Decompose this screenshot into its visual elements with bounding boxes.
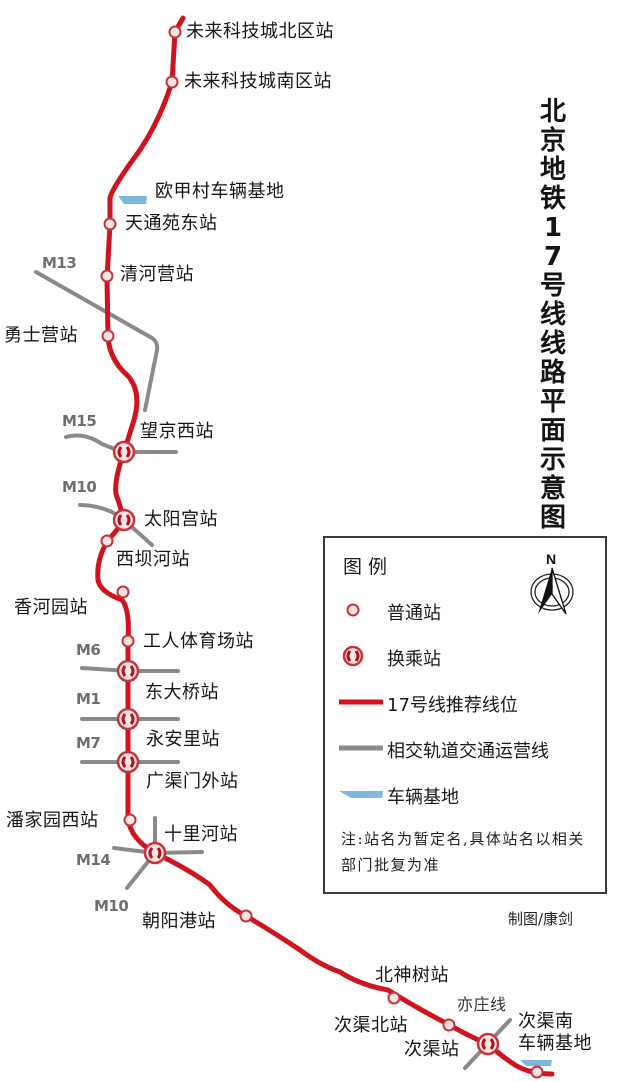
interchange-marker-guangqumenwai (116, 750, 140, 774)
ojiacun-depot-icon (118, 196, 147, 204)
station-marker-yongshiying (101, 329, 115, 343)
m13-line (34, 270, 160, 412)
line-code-m7: M7 (76, 734, 101, 752)
interchange-marker-wangjing-west (112, 440, 136, 464)
interchange-marker-ciqu (476, 1032, 500, 1056)
svg-text:N: N (546, 551, 556, 567)
line-code-m6: M6 (76, 641, 101, 659)
line-code-m13: M13 (42, 254, 77, 272)
normal-stations (100, 25, 544, 1079)
normal-station-icon (346, 603, 360, 617)
station-label: 望京西站 (140, 421, 214, 442)
station-label: 次渠站 (404, 1039, 460, 1060)
depot-label: 欧甲村车辆基地 (155, 181, 285, 202)
station-label: 天通苑东站 (125, 213, 218, 234)
station-marker-weilai-south (165, 75, 179, 89)
station-marker-xibahe (100, 534, 114, 548)
legend-note: 注:站名为暂定名,具体站名以相关部门批复为准 (341, 830, 585, 874)
gray-line-icon (339, 745, 383, 751)
line-code-m14: M14 (76, 851, 111, 869)
line-code-m1: M1 (76, 690, 101, 708)
station-marker-chaoyanggang (239, 909, 253, 923)
map-credit: 制图/康剑 (508, 910, 574, 928)
station-marker-terminal (530, 1065, 544, 1079)
station-label: 勇士营站 (4, 325, 78, 346)
interchange-station-icon (342, 645, 364, 667)
station-label: 次渠北站 (334, 1015, 408, 1036)
interchange-marker-dongdaqiao (116, 659, 140, 683)
station-marker-ciqu-north (442, 1018, 456, 1032)
station-label: 未来科技城南区站 (184, 71, 332, 92)
station-marker-qingheying (100, 269, 114, 283)
station-label: 朝阳港站 (142, 911, 216, 932)
interchange-marker-taiyanggong (112, 508, 136, 532)
station-label: 潘家园西站 (6, 810, 99, 831)
station-label: 北神树站 (375, 965, 449, 986)
station-label: 工人体育场站 (143, 631, 254, 652)
m10-line-a (78, 503, 154, 547)
map-title: 北京地铁17号线线路平面示意图 (539, 97, 566, 533)
m15-line (64, 433, 178, 454)
station-label: 太阳宫站 (144, 509, 218, 530)
legend-item-depot: 车辆基地 (325, 782, 605, 808)
legend-item-intersecting-line: 相交轨道交通运营线 (325, 736, 605, 762)
station-marker-gongtizhongxin (121, 634, 135, 648)
line-code-m10: M10 (62, 478, 97, 496)
depot-label-line1: 次渠南 (518, 1011, 574, 1032)
station-label: 西坝河站 (116, 549, 190, 570)
line-code-yizhuang: 亦庄线 (457, 995, 507, 1014)
depot-label-line2: 车辆基地 (518, 1033, 592, 1054)
station-label: 十里河站 (164, 824, 238, 845)
station-marker-weilai-north (168, 25, 182, 39)
station-marker-panjiayuan-west (123, 813, 137, 827)
station-marker-tiantongyuan-east (103, 217, 117, 231)
station-label: 香河园站 (14, 597, 88, 618)
interchange-stations (112, 440, 500, 1056)
legend-item-normal-station: 普通站 (325, 598, 605, 624)
north-compass: N (522, 550, 582, 616)
ciqunan-depot-icon (520, 1060, 552, 1066)
station-label: 东大桥站 (145, 682, 219, 703)
line-code-m10: M10 (94, 897, 129, 915)
legend-title: 图例 (343, 556, 394, 578)
station-label: 永安里站 (146, 729, 220, 750)
depot-icon (339, 791, 383, 798)
station-label: 未来科技城北区站 (186, 21, 334, 42)
station-marker-beishenshu (387, 991, 401, 1005)
red-line-icon (339, 699, 383, 705)
interchange-marker-yonganli (116, 707, 140, 731)
station-marker-xiangheyuan (116, 585, 130, 599)
station-label: 清河营站 (120, 264, 194, 285)
interchange-marker-shilihe (143, 841, 167, 865)
compass-icon: N (530, 551, 574, 615)
station-label: 广渠门外站 (146, 771, 239, 792)
legend-item-interchange-station: 换乘站 (325, 644, 605, 670)
legend-item-line17: 17号线推荐线位 (325, 690, 605, 716)
line-code-m15: M15 (62, 412, 97, 430)
